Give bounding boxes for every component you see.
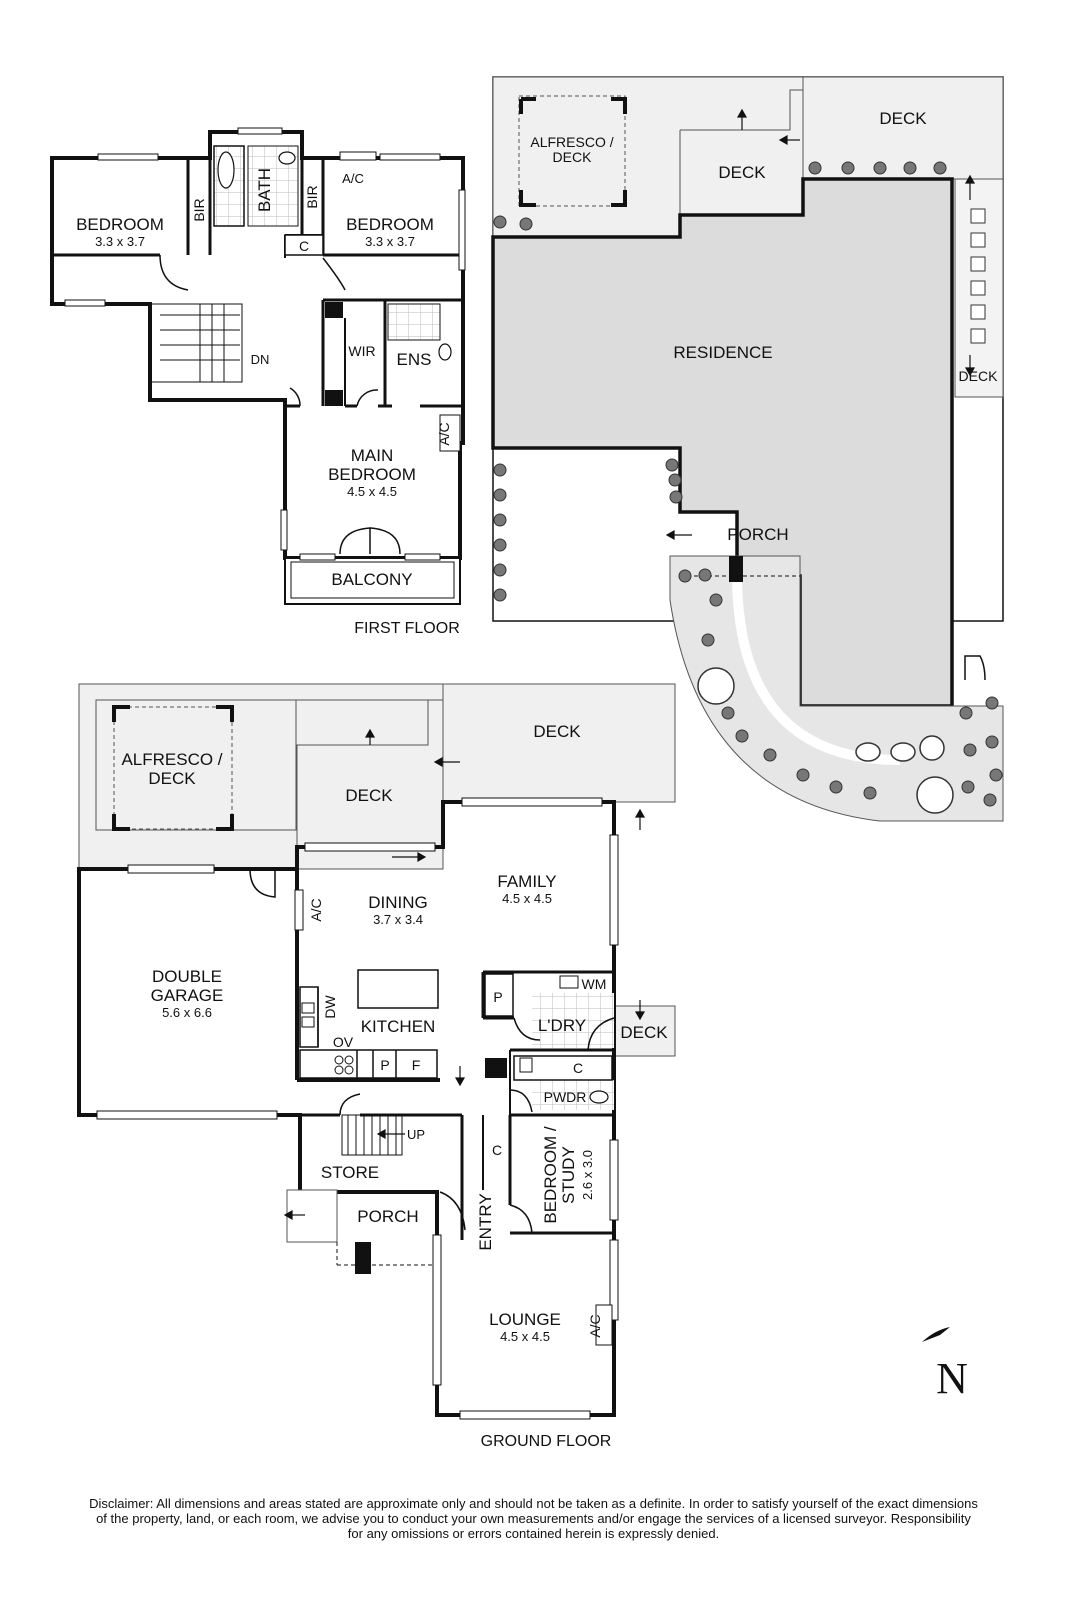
ac-lounge-label: A/C: [587, 1314, 603, 1337]
site-deck-top-right: DECK: [879, 109, 927, 128]
dw-label: DW: [322, 995, 338, 1019]
ground-alfresco-line1: ALFRESCO /: [121, 750, 222, 769]
dining-label: DINING: [368, 893, 428, 912]
family-label: FAMILY: [497, 872, 556, 891]
ens-label: ENS: [397, 350, 432, 369]
cupboard-label: C: [299, 238, 309, 254]
side-deck-label: DECK: [620, 1023, 668, 1042]
disclaimer-line1: Disclaimer: All dimensions and areas sta…: [89, 1496, 978, 1511]
disclaimer-line3: for any omissions or errors contained he…: [347, 1526, 720, 1541]
kitchen-label: KITCHEN: [361, 1017, 436, 1036]
bedroom-study-line2: STUDY: [559, 1146, 578, 1204]
main-bedroom-line2: BEDROOM: [328, 465, 416, 484]
first-floor-plan: BEDROOM 3.3 x 3.7 BEDROOM 3.3 x 3.7 BIR …: [50, 127, 466, 637]
ground-floor-plan: ALFRESCO / DECK DECK DECK DINING 3.7 x 3…: [77, 97, 676, 1450]
ac-top-label: A/C: [342, 171, 364, 186]
ground-porch-label: PORCH: [357, 1207, 418, 1226]
site-alfresco-line2: DECK: [553, 149, 593, 165]
site-alfresco-line1: ALFRESCO /: [530, 134, 613, 150]
disclaimer-line2: of the property, land, or each room, we …: [96, 1511, 971, 1526]
family-dims: 4.5 x 4.5: [502, 891, 552, 906]
bedroom-left-label: BEDROOM: [76, 215, 164, 234]
first-floor-title: FIRST FLOOR: [354, 620, 460, 637]
residence-label: RESIDENCE: [673, 343, 772, 362]
stairs-up-label: UP: [407, 1127, 425, 1142]
main-bedroom-dims: 4.5 x 4.5: [347, 484, 397, 499]
wm-label: WM: [582, 976, 607, 992]
bedroom-right-label: BEDROOM: [346, 215, 434, 234]
balcony-label: BALCONY: [331, 570, 412, 589]
oven-label: OV: [333, 1034, 354, 1050]
store-label: STORE: [321, 1163, 379, 1182]
pantry-label: P: [380, 1057, 389, 1073]
main-bedroom-line1: MAIN: [351, 446, 394, 465]
balcony-outline: [284, 557, 461, 605]
north-arrow-icon: N: [922, 1327, 968, 1403]
ground-alfresco-line2: DECK: [148, 769, 196, 788]
ac-dining-label: A/C: [308, 898, 324, 921]
bir-left-label: BIR: [191, 198, 207, 221]
garage-line1: DOUBLE: [152, 967, 222, 986]
disclaimer: Disclaimer: All dimensions and areas sta…: [10, 1496, 1057, 1541]
laundry-label: L'DRY: [538, 1016, 586, 1035]
fridge-label: F: [412, 1057, 421, 1073]
site-deck-mid: DECK: [718, 163, 766, 182]
site-plan: ALFRESCO / DECK DECK DECK RESIDENCE DECK…: [491, 76, 1004, 822]
garage-line2: GARAGE: [151, 986, 224, 1005]
entry-label: ENTRY: [476, 1193, 495, 1250]
bedroom-study-line1: BEDROOM /: [541, 1126, 560, 1224]
ac-main-label: A/C: [436, 422, 452, 445]
bedroom-study-dims: 2.6 x 3.0: [580, 1150, 595, 1200]
site-deck-side: DECK: [959, 368, 999, 384]
front-garden: [669, 555, 1004, 822]
north-label: N: [936, 1354, 968, 1403]
ground-floor-stairs: [341, 1114, 403, 1156]
site-porch-label: PORCH: [727, 525, 788, 544]
bedroom-cupboard-label: C: [492, 1142, 502, 1158]
lounge-dims: 4.5 x 4.5: [500, 1329, 550, 1344]
stairs-down-label: DN: [251, 352, 270, 367]
ground-floor-title: GROUND FLOOR: [481, 1433, 612, 1450]
wir-label: WIR: [348, 343, 375, 359]
garage-dims: 5.6 x 6.6: [162, 1005, 212, 1020]
laundry-cupboard-label: C: [573, 1060, 583, 1076]
laundry-pantry-label: P: [493, 989, 502, 1005]
bir-right-label: BIR: [304, 185, 320, 208]
bedroom-right-dims: 3.3 x 3.7: [365, 234, 415, 249]
powder-label: PWDR: [544, 1089, 587, 1105]
first-floor-stairs: [149, 303, 243, 383]
bath-label: BATH: [255, 168, 274, 212]
bedroom-left-dims: 3.3 x 3.7: [95, 234, 145, 249]
ground-deck-lower: DECK: [345, 786, 393, 805]
ground-deck-top: DECK: [533, 722, 581, 741]
lounge-label: LOUNGE: [489, 1310, 561, 1329]
dining-dims: 3.7 x 3.4: [373, 912, 423, 927]
